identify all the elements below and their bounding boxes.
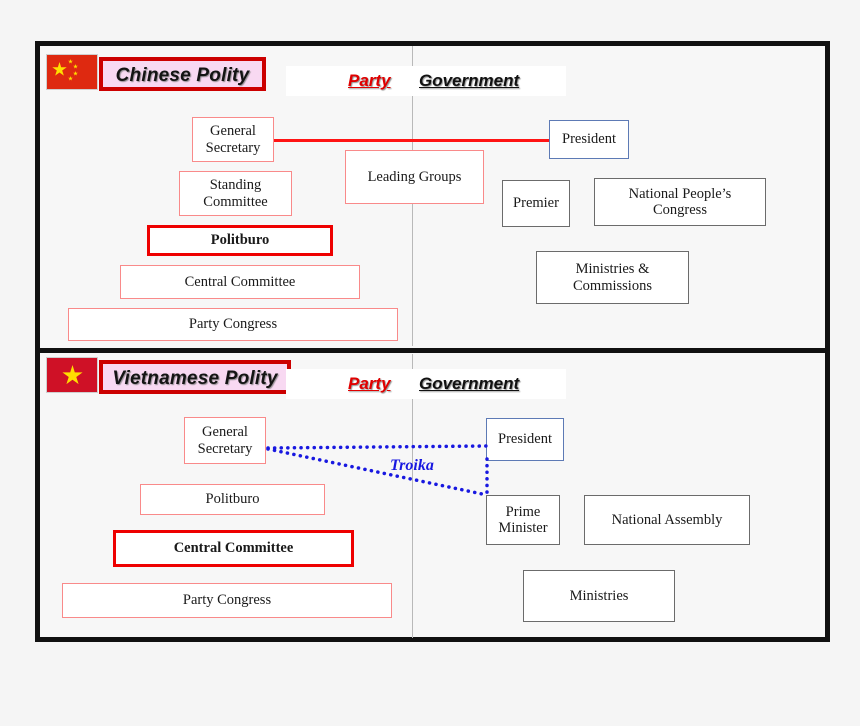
node-label: Party Congress <box>182 592 272 609</box>
node-party-congress-china[interactable]: Party Congress <box>68 308 398 341</box>
column-header-band-vietnam <box>286 369 566 399</box>
node-central-committee-vietnam[interactable]: Central Committee <box>113 530 354 567</box>
node-label: Premier <box>513 195 559 212</box>
node-label: Central Committee <box>184 273 296 290</box>
column-header-government-china: Government <box>419 71 520 90</box>
node-label: Party Congress <box>188 316 278 333</box>
flag-star-small-1 <box>68 59 73 64</box>
column-header-party-vietnam: Party <box>348 374 391 393</box>
connector-general-secretary-president-china <box>274 139 552 142</box>
node-label: Politburo <box>205 491 260 508</box>
node-label: President <box>498 431 552 448</box>
flag-star-large <box>62 365 83 385</box>
troika-label: Troika <box>390 457 434 474</box>
node-president-china[interactable]: President <box>549 120 629 159</box>
panel-title-vietnam: Vietnamese Polity <box>99 360 291 394</box>
vietnam-flag-icon <box>46 357 98 393</box>
node-central-committee-china[interactable]: Central Committee <box>120 265 360 299</box>
node-party-congress-vietnam[interactable]: Party Congress <box>62 583 392 618</box>
flag-star-small-2 <box>73 64 78 69</box>
node-politburo-vietnam[interactable]: Politburo <box>140 484 325 515</box>
node-ministries-vietnam[interactable]: Ministries <box>523 570 675 622</box>
node-ministries-commissions-china[interactable]: Ministries &Commissions <box>536 251 689 304</box>
panel-horizontal-divider <box>35 348 830 353</box>
node-politburo-china[interactable]: Politburo <box>147 225 333 256</box>
node-label: Central Committee <box>173 540 294 557</box>
node-label: Ministries <box>569 587 629 604</box>
node-national-assembly-vietnam[interactable]: National Assembly <box>584 495 750 545</box>
node-label: President <box>562 131 616 148</box>
column-header-government-vietnam: Government <box>419 374 520 393</box>
node-label: Politburo <box>210 232 270 249</box>
column-header-band-china <box>286 66 566 96</box>
node-label: Ministries &Commissions <box>573 261 652 294</box>
node-premier-china[interactable]: Premier <box>502 180 570 227</box>
column-header-party-china: Party <box>348 71 391 90</box>
panel-title-china: Chinese Polity <box>99 57 266 91</box>
node-label: National Assembly <box>611 511 723 528</box>
node-label: Leading Groups <box>367 168 462 185</box>
china-flag-icon <box>46 54 98 90</box>
flag-star-large <box>52 62 67 76</box>
flag-star-small-3 <box>73 71 78 76</box>
flag-star-small-4 <box>68 76 73 81</box>
node-president-vietnam[interactable]: President <box>486 418 564 461</box>
node-leading-groups-china[interactable]: Leading Groups <box>345 150 484 204</box>
